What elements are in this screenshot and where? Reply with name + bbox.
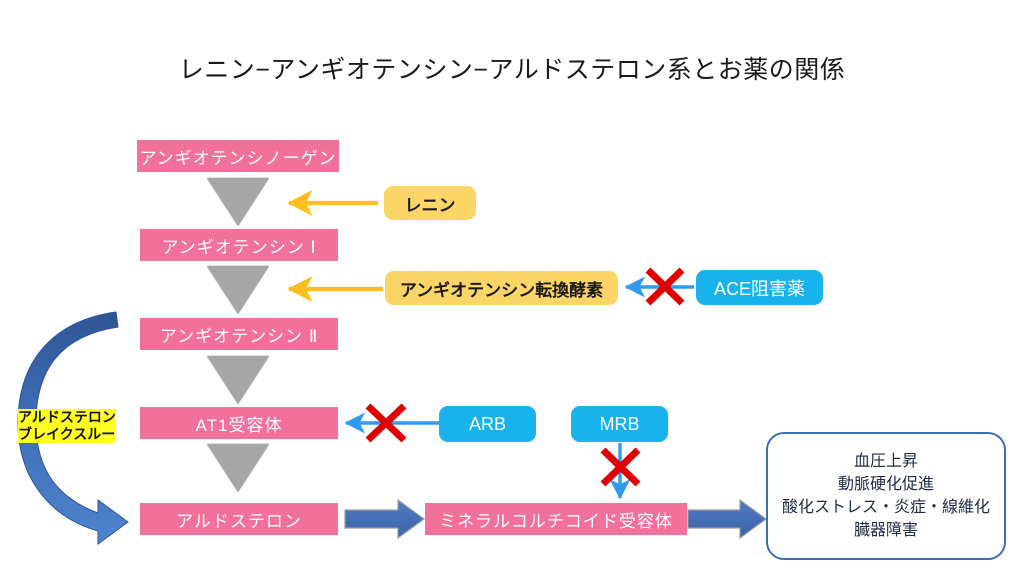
enzyme-label: レニン <box>404 195 456 215</box>
blue-block-arrow-icon <box>687 498 768 540</box>
drug-arb[interactable]: ARB <box>439 406 536 442</box>
red-x-icon <box>365 403 407 443</box>
node-mineralocorticoid-receptor[interactable]: ミネラルコルチコイド受容体 <box>425 503 687 535</box>
enzyme-renin[interactable]: レニン <box>384 186 476 220</box>
annotation-aldosterone-breakthrough: アルドステロン ブレイクスルー <box>18 409 130 444</box>
drug-ace-inhibitor[interactable]: ACE阻害薬 <box>696 270 823 305</box>
annotation-line-1: アルドステロン <box>18 409 116 427</box>
page-title: レニン−アンギオテンシン−アルドステロン系とお薬の関係 <box>178 56 846 84</box>
gray-down-triangle-icon <box>207 266 269 314</box>
gray-down-triangle-icon <box>207 178 269 226</box>
drug-mrb[interactable]: MRB <box>571 406 668 442</box>
node-label: ミネラルコルチコイド受容体 <box>439 511 673 531</box>
node-angiotensin-2[interactable]: アンギオテンシン Ⅱ <box>140 318 338 350</box>
outcome-box: 血圧上昇 動脈硬化促進 酸化ストレス・炎症・線維化 臓器障害 <box>766 432 1006 560</box>
outcome-line-3: 酸化ストレス・炎症・線維化 <box>781 499 990 516</box>
node-angiotensinogen[interactable]: アンギオテンシノーゲン <box>137 140 339 172</box>
red-x-icon <box>600 447 641 487</box>
node-angiotensin-1[interactable]: アンギオテンシン Ⅰ <box>140 229 338 261</box>
node-label: アルドステロン <box>176 511 302 531</box>
outcome-line-4: 臓器障害 <box>853 522 918 540</box>
red-x-icon <box>645 267 685 306</box>
enzyme-ace[interactable]: アンギオテンシン転換酵素 <box>385 271 618 305</box>
gray-down-triangle-icon <box>207 356 269 404</box>
node-at1-receptor[interactable]: AT1受容体 <box>140 407 338 439</box>
node-label: AT1受容体 <box>195 415 283 435</box>
enzyme-label: アンギオテンシン転換酵素 <box>399 280 604 300</box>
node-label: アンギオテンシン Ⅱ <box>159 326 319 346</box>
node-aldosterone[interactable]: アルドステロン <box>140 503 338 535</box>
drug-label: ACE阻害薬 <box>713 278 805 299</box>
node-label: アンギオテンシン Ⅰ <box>161 237 317 257</box>
annotation-line-2: ブレイクスルー <box>18 426 116 444</box>
drug-label: ARB <box>468 413 506 434</box>
gray-down-triangle-icon <box>207 444 269 492</box>
outcome-line-2: 動脈硬化促進 <box>837 475 934 493</box>
outcome-line-1: 血圧上昇 <box>853 452 918 470</box>
node-label: アンギオテンシノーゲン <box>139 148 337 168</box>
drug-label: MRB <box>599 413 640 434</box>
blue-block-arrow-icon <box>344 498 426 540</box>
